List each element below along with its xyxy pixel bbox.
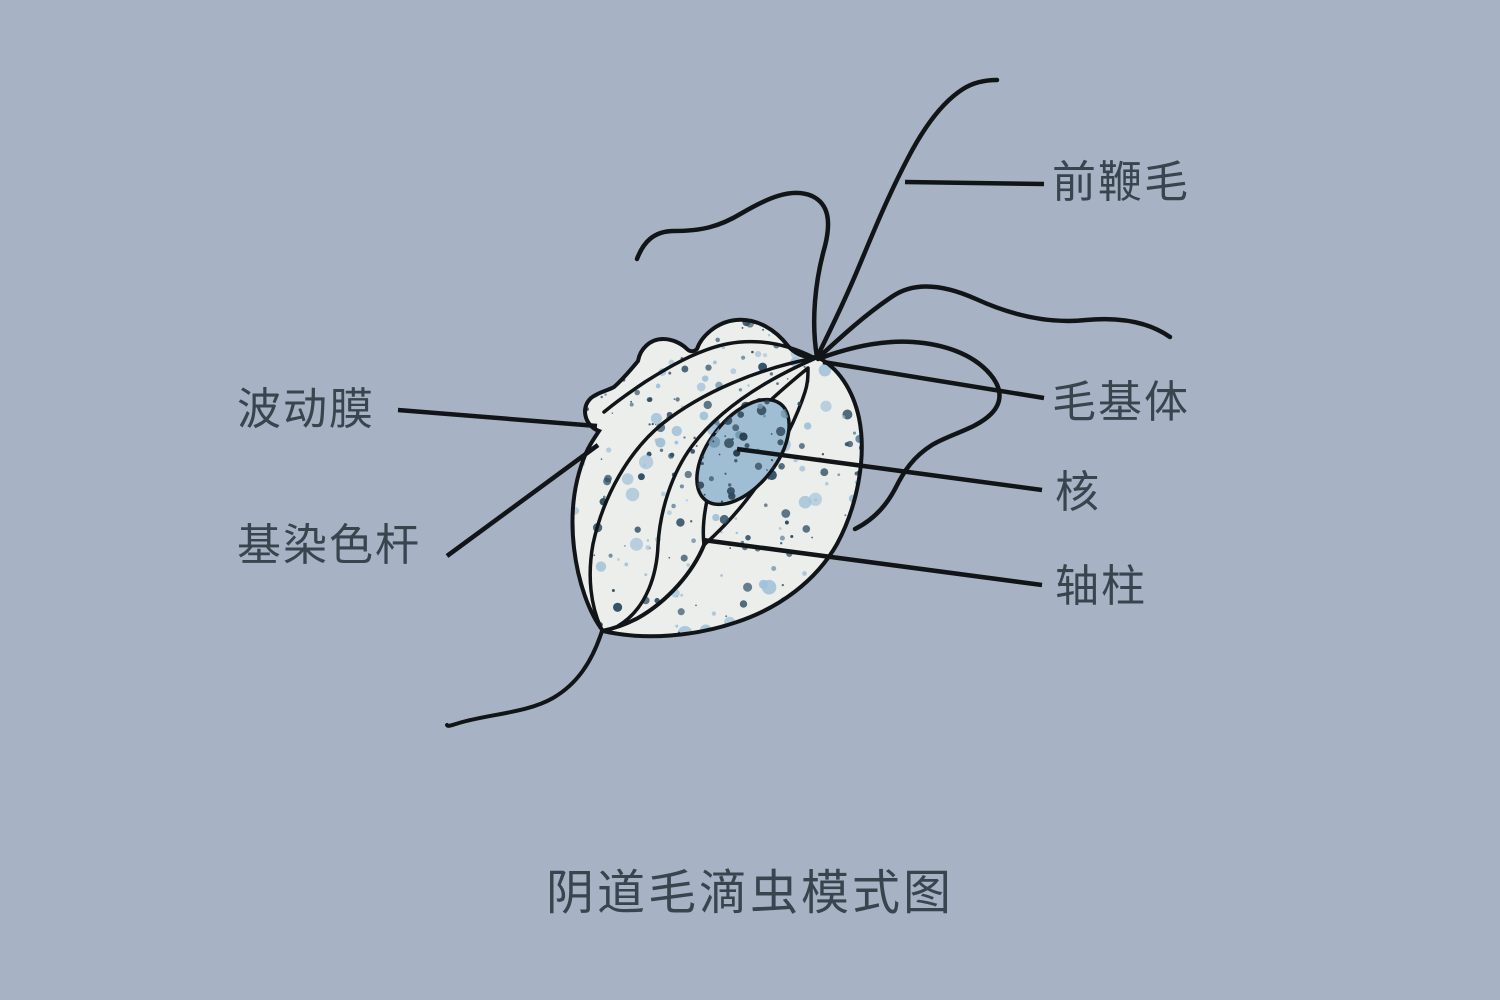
label-nucleus: 核 <box>1055 468 1101 517</box>
leader-costa <box>445 443 600 558</box>
leader-anterior-flagella <box>904 179 1045 187</box>
axostyle-line <box>445 543 706 728</box>
leader-nucleus <box>736 446 1043 493</box>
leader-basal-body <box>822 359 1045 401</box>
label-costa: 基染色杆 <box>237 521 421 570</box>
label-undulating-membrane: 波动膜 <box>237 385 375 434</box>
flagellum-anterior-top <box>814 77 1000 360</box>
flagellum-anterior-left <box>634 190 831 360</box>
leader-axostyle <box>702 537 1043 588</box>
cell-body-outline <box>570 317 864 639</box>
label-axostyle: 轴柱 <box>1055 562 1147 611</box>
diagram-title: 阴道毛滴虫模式图 <box>545 867 954 920</box>
costa-line <box>588 356 817 630</box>
label-basal-body: 毛基体 <box>1052 378 1190 427</box>
flagellum-anterior-right <box>815 284 1173 361</box>
label-anterior-flagella: 前鞭毛 <box>1052 158 1190 207</box>
leader-undulating-membrane <box>397 407 598 429</box>
flagellum-recurrent <box>815 339 1002 532</box>
undulating-membrane-line <box>602 339 817 414</box>
body-fold-line <box>616 356 818 628</box>
